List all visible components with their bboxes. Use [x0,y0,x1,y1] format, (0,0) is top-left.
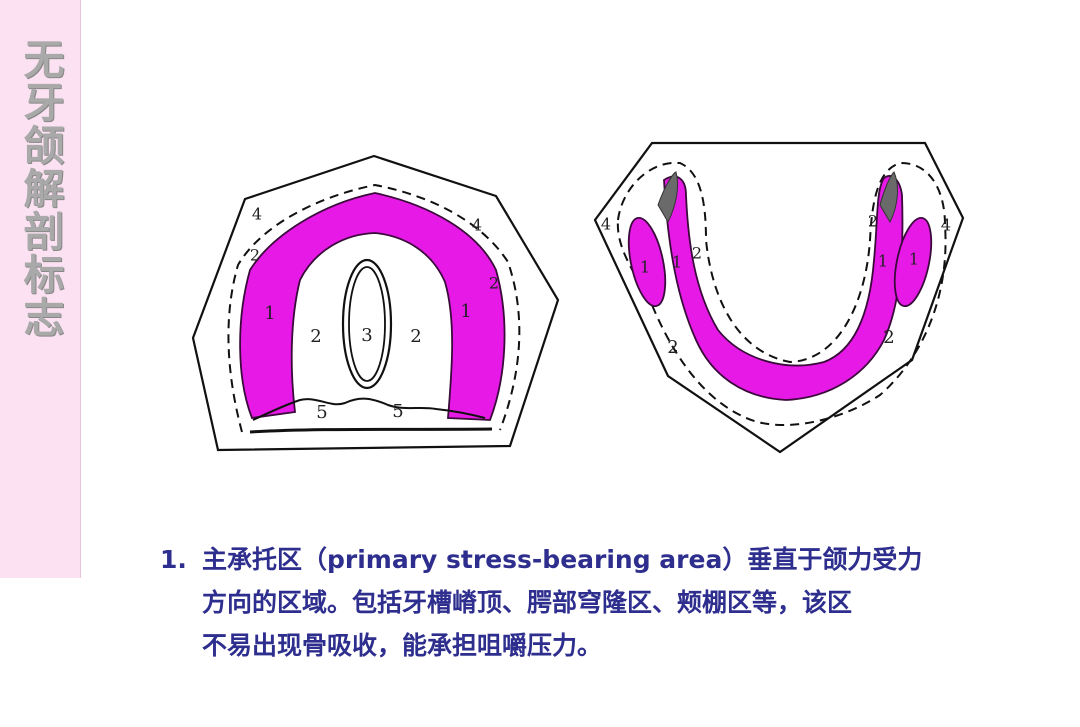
upper-label-bottom-right-5: 5 [392,401,403,422]
lower-label-left-1: 1 [640,258,650,277]
lower-retromolar-right [879,171,898,224]
upper-posterior-line [249,427,493,434]
lower-jaw-diagram: 4 1 1 2 2 2 1 1 4 2 [593,141,965,454]
upper-label-bottom-left-5: 5 [316,402,327,423]
lower-retromolar-left [657,171,679,224]
lower-label-right-2-top: 2 [868,212,878,231]
lower-label-right-1: 1 [878,252,888,271]
upper-posterior-border [252,397,486,421]
upper-label-right-1: 1 [460,301,471,322]
upper-label-left-4: 4 [252,205,262,224]
upper-label-left-1: 1 [264,303,275,324]
upper-label-left-2: 2 [250,246,260,265]
list-number: 1. [160,545,187,574]
lower-label-left-2-bottom: 2 [667,337,678,358]
upper-label-right-2: 2 [489,274,499,293]
upper-primary-stress-area [239,192,506,421]
upper-label-inner-right-2: 2 [410,326,421,347]
lower-label-left-4: 4 [601,215,611,234]
description-line-2: 方向的区域。包括牙槽嵴顶、腭部穹隆区、颊棚区等，该区 [202,588,853,617]
side-title-panel: 无牙颌解剖标志 [0,0,81,578]
upper-dashed-border [227,183,521,433]
upper-jaw-diagram: 4 2 1 2 3 2 1 2 4 5 5 [191,154,560,452]
lower-label-right-1b: 1 [909,250,919,269]
upper-label-right-4: 4 [472,216,482,235]
description-line-3: 不易出现骨吸收，能承担咀嚼压力。 [202,631,603,660]
lower-dashed-border [616,161,947,427]
lower-label-right-2-bottom: 2 [883,327,894,348]
side-title: 无牙颌解剖标志 [16,38,64,339]
lower-label-left-2-top: 2 [692,244,702,263]
description-body: 主承托区（primary stress-bearing area）垂直于颌力受力… [202,538,1020,667]
description-line-1: 主承托区（primary stress-bearing area）垂直于颌力受力 [202,545,923,574]
upper-label-inner-left-2: 2 [310,326,321,347]
lower-buccal-shelf-right [893,216,933,308]
lower-primary-stress-area [663,175,904,401]
description-text: 1. 主承托区（primary stress-bearing area）垂直于颌… [160,538,1020,667]
lower-buccal-shelf-left [627,216,667,308]
upper-center-inner [348,266,386,382]
lower-label-left-1b: 1 [672,253,682,272]
upper-label-center-3: 3 [361,325,372,346]
lower-label-right-4: 4 [941,216,951,235]
